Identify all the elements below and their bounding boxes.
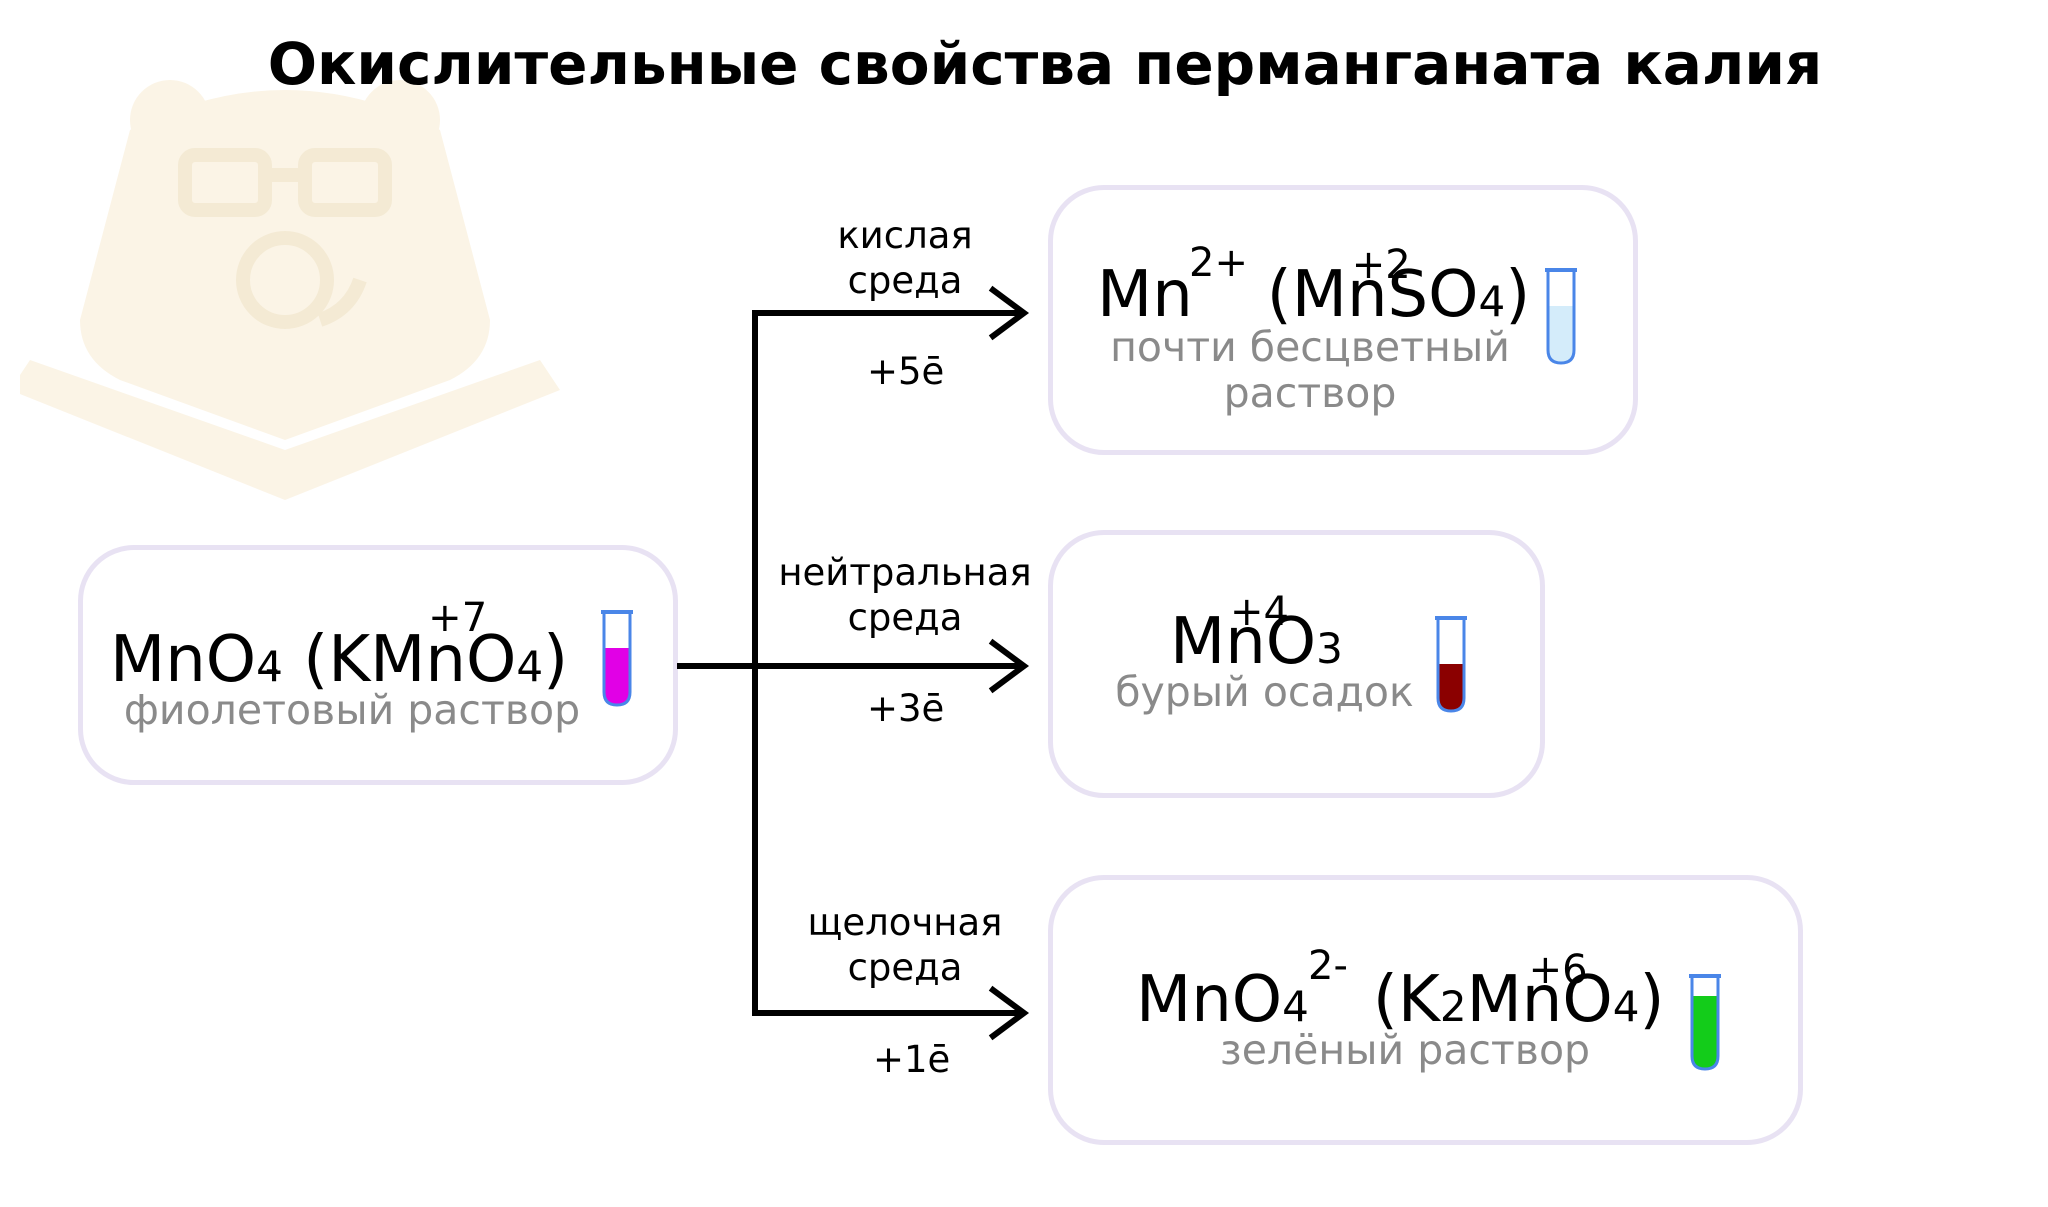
acid-product-box [1048,185,1638,455]
acid-electrons-label: +5ē [867,350,945,393]
test-tube-icon [1545,268,1577,365]
neutral-product-description: бурый осадок [1115,668,1414,716]
arrowhead-neutral [988,638,1030,694]
alkaline-product-description: зелёный раствор [1219,1026,1591,1074]
arrowhead-alkaline [988,985,1030,1041]
test-tube-icon [1689,974,1721,1071]
alkaline-product-box [1048,875,1803,1145]
test-tube-icon [1435,616,1467,713]
page-title: Окислительные свойства перманганата кали… [267,30,1823,98]
source-box [78,545,678,785]
test-tube-icon [601,610,633,707]
source-description: фиолетовый раствор [123,686,581,734]
neutral-electrons-label: +3ē [867,687,945,730]
bear-watermark-logo [20,80,560,500]
alkaline-electrons-label: +1ē [873,1038,951,1081]
arrowhead-acid [988,285,1030,341]
